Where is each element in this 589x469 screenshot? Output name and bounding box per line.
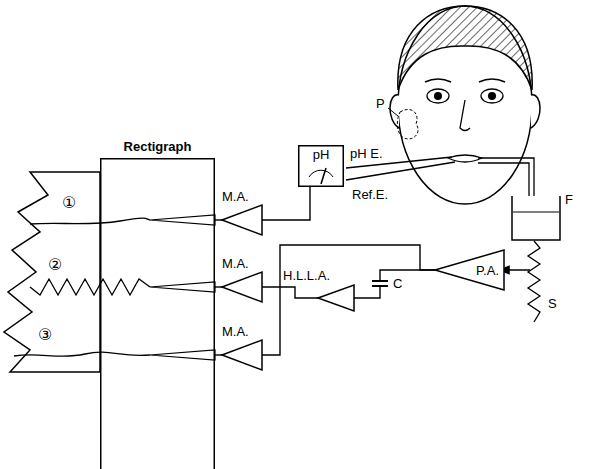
amplifier-triangle [222, 272, 262, 302]
trace-number: ② [48, 256, 62, 274]
part-label: C [393, 276, 402, 291]
node-label: pH [313, 147, 330, 162]
part-label: P [376, 96, 385, 111]
pupil [434, 92, 442, 100]
pen [150, 282, 215, 292]
hair [398, 6, 532, 90]
electrode-label: Ref.E. [352, 187, 388, 202]
eye [481, 89, 503, 103]
capacitor-symbol [372, 285, 388, 287]
nose [460, 100, 470, 131]
part-label: F [565, 192, 573, 207]
capacitor-gap [374, 282, 386, 285]
liquid-surface [513, 212, 559, 213]
recorder-title: Rectigraph [100, 139, 215, 154]
amplifier: H.L.L.A. [318, 285, 354, 311]
recorder-box: Rectigraph [100, 158, 215, 469]
ph-meter: pH [298, 145, 344, 187]
capacitor-symbol [372, 285, 388, 287]
signal-wire [262, 287, 318, 298]
capacitor-symbol [372, 280, 388, 282]
node-label: M.A. [222, 324, 249, 339]
signal-wire [262, 187, 310, 220]
reference-electrode [346, 162, 455, 180]
node-label: M.A. [222, 256, 249, 271]
beaker [512, 196, 560, 240]
node-label: P.A. [476, 263, 499, 278]
node-label: H.L.L.A. [283, 268, 330, 283]
pre-amplifier: P.A. [435, 250, 504, 290]
eye [427, 89, 449, 103]
amplifier-triangle [318, 285, 354, 311]
head-outline [398, 6, 532, 204]
part-label: S [548, 296, 557, 311]
ear [531, 95, 540, 128]
main-amplifier: M.A. [222, 340, 262, 370]
amplifier-triangle [222, 205, 262, 235]
trace-3 [14, 352, 150, 356]
chart-paper [4, 172, 100, 372]
trace-number: ③ [38, 326, 52, 344]
eyebrow [425, 79, 451, 82]
parotid-gland [397, 110, 418, 139]
eyebrow [479, 79, 505, 82]
leader-line [388, 108, 398, 116]
spring-stimulus [528, 241, 540, 322]
signal-wire [354, 270, 435, 298]
node-label: M.A. [222, 189, 249, 204]
signal-wire [262, 245, 435, 355]
trace-number: ① [62, 194, 76, 212]
pen [150, 350, 215, 360]
amplifier-triangle [222, 340, 262, 370]
pen [150, 215, 215, 225]
recorder-frame [100, 158, 215, 469]
pupil [488, 92, 496, 100]
capacitor-symbol [372, 280, 388, 282]
trace-2 [30, 279, 150, 295]
main-amplifier: M.A. [222, 205, 262, 235]
electrode-label: pH E. [350, 146, 383, 161]
main-amplifier: M.A. [222, 272, 262, 302]
trace-1 [30, 218, 150, 224]
mouth [448, 155, 482, 162]
